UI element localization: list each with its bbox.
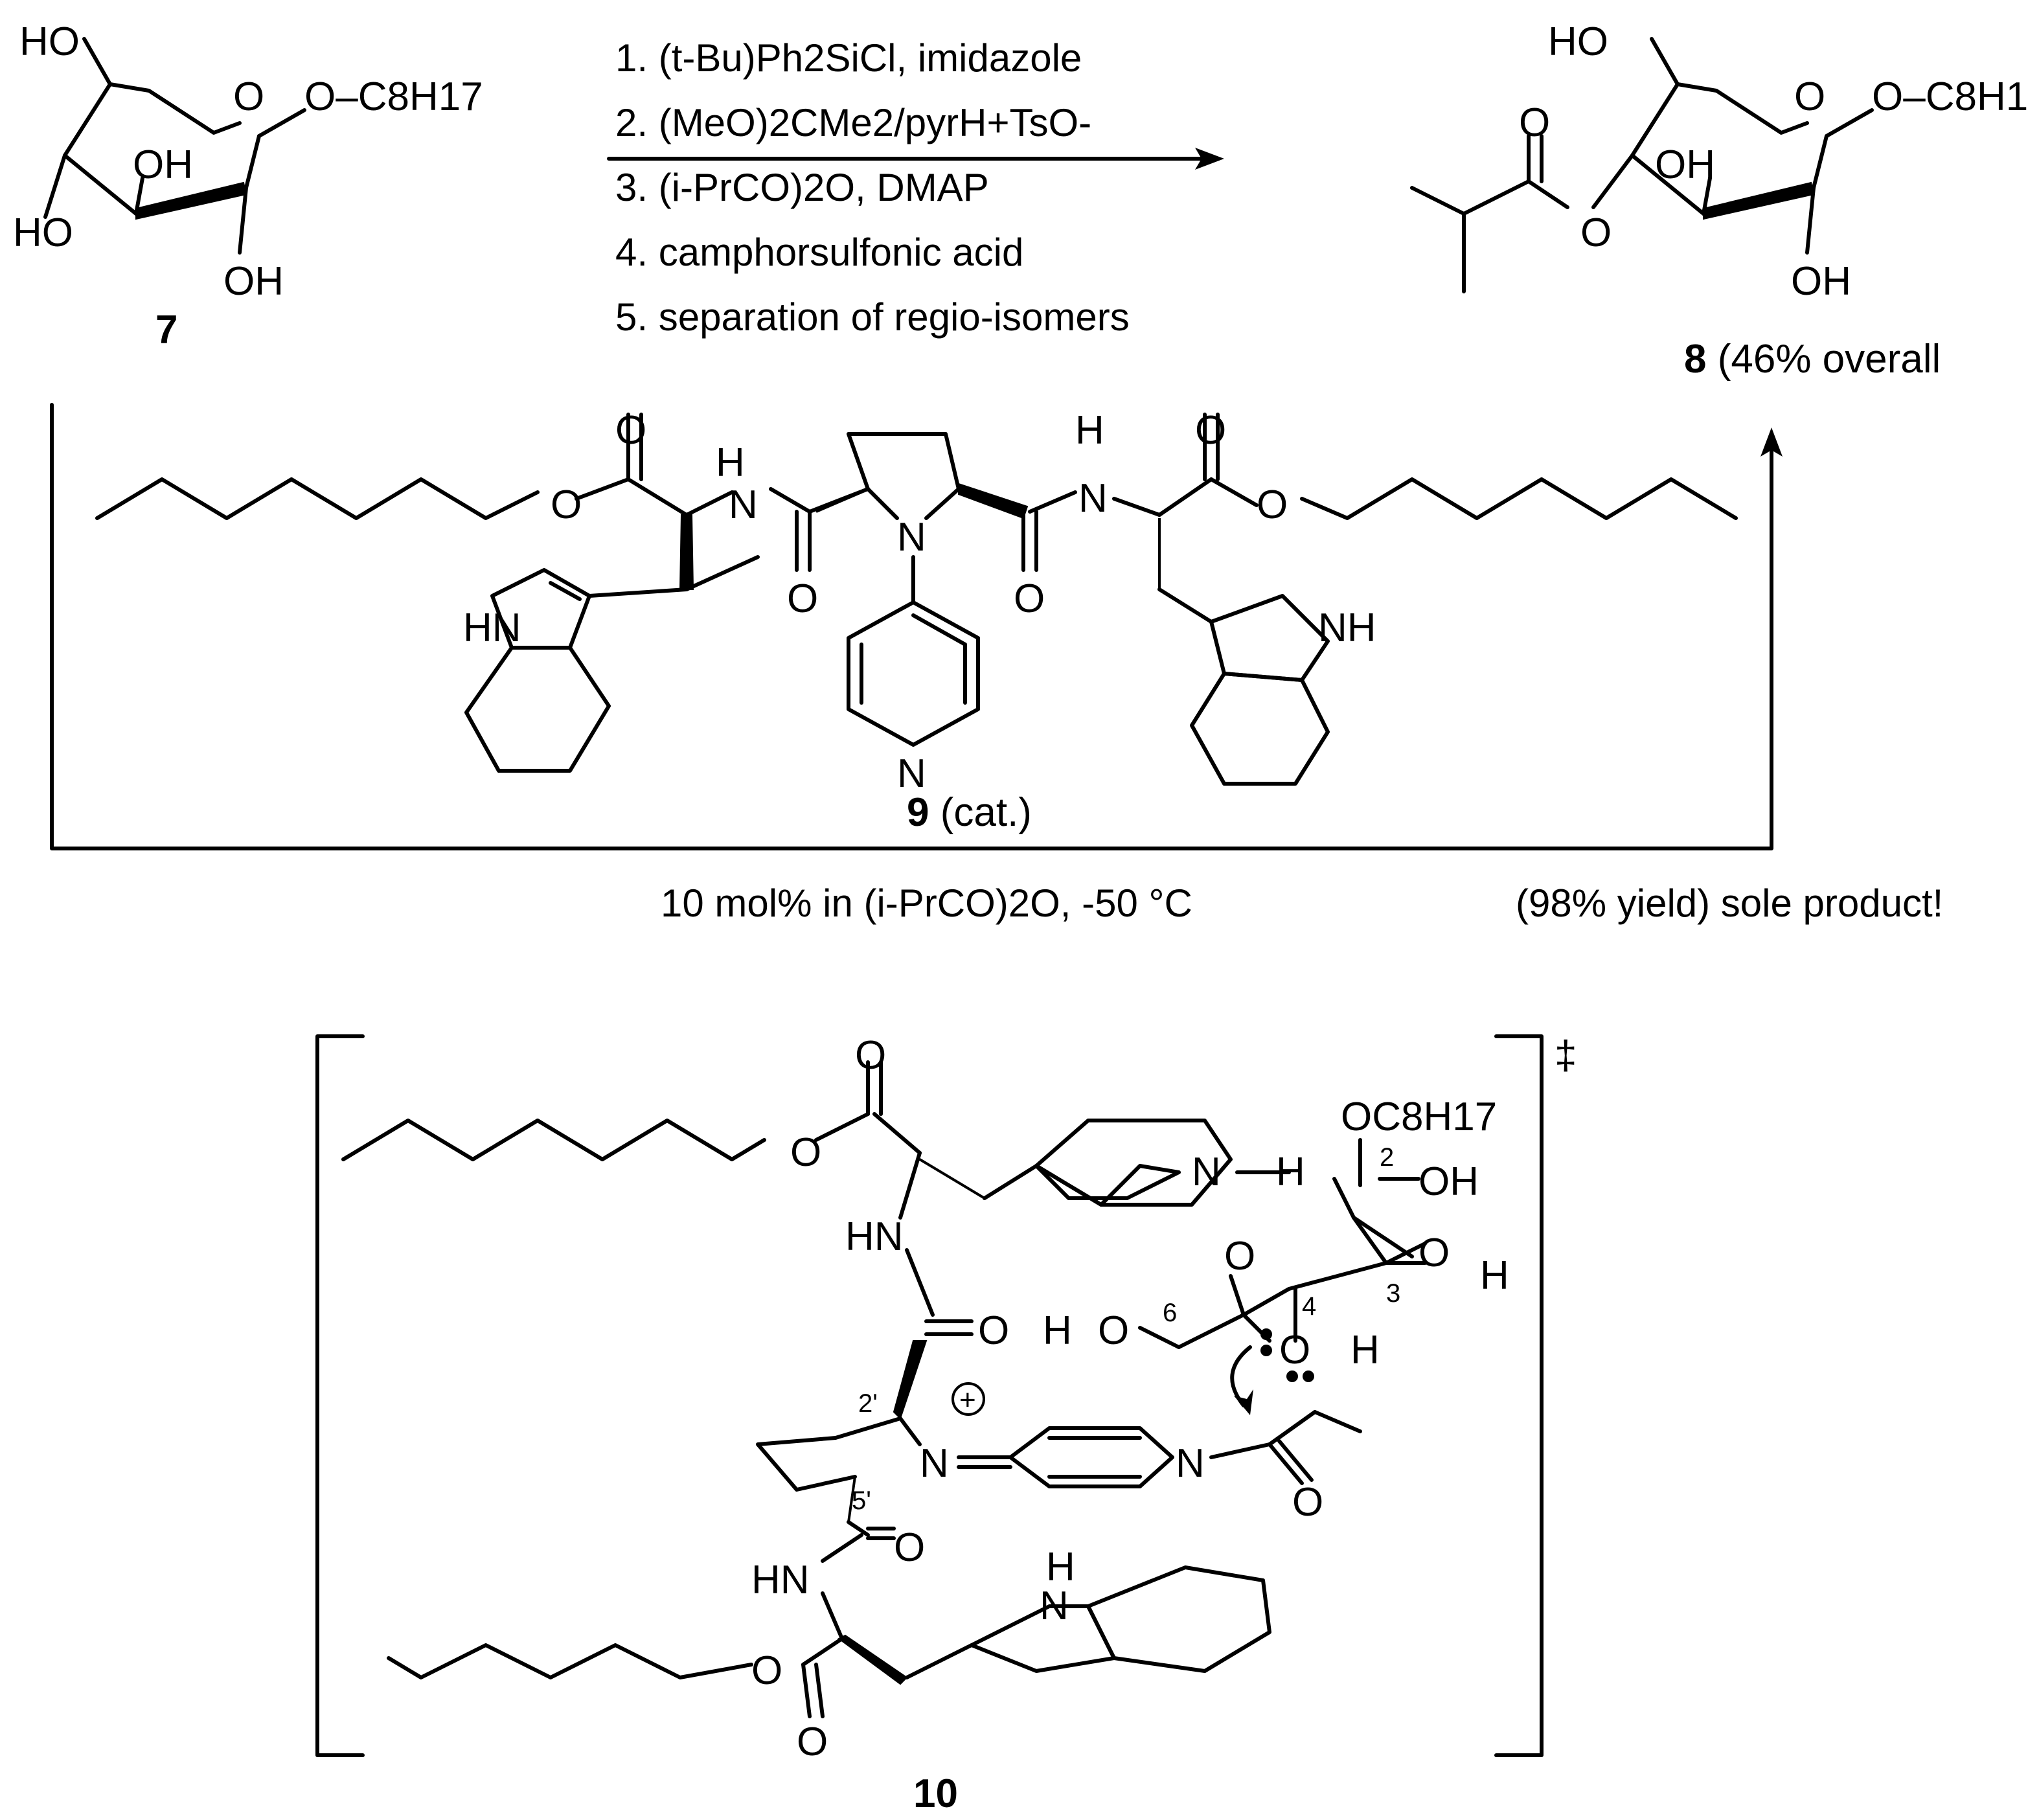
reaction-conditions: 1. (t-Bu)Ph2SiCl, imidazole 2. (MeO)2CMe… (607, 36, 1224, 339)
ts-o-ester-carbonyl: O (855, 1033, 886, 1078)
ts-pos-3: 3 (1386, 1279, 1400, 1308)
c8-label: 8 (1684, 337, 1706, 381)
ts-h-bond-h: H (1043, 1308, 1072, 1353)
c8-ester-o: O (1580, 210, 1612, 255)
ts-n-lower-indole: N (1040, 1584, 1069, 1628)
ts-pos-2: 2 (1380, 1143, 1394, 1172)
compound-7: HO O O–C8H17 HO OH OH 7 (13, 19, 483, 352)
c9-h-right: H (1075, 408, 1104, 453)
ts-bracket-right (1494, 1034, 1544, 1757)
step-5: 5. separation of regio-isomers (615, 295, 1130, 339)
ts-pos-4: 4 (1302, 1292, 1316, 1321)
c8-octyl: O–C8H17 (1872, 74, 2028, 119)
c9-n-left: N (729, 483, 758, 527)
ts-o-lower-carbonyl: O (797, 1720, 828, 1764)
step-3: 3. (i-PrCO)2O, DMAP (615, 166, 989, 209)
c8-ho: HO (1548, 19, 1608, 64)
ts-o-amide: O (978, 1308, 1009, 1353)
c7-oh-2: OH (223, 259, 284, 304)
c9-n-pyrrolidine: N (897, 515, 926, 560)
ts-hn-lower: HN (751, 1558, 810, 1602)
ts-o-acyl: O (1292, 1480, 1323, 1525)
c8-yield: (46% overall (1718, 337, 1941, 381)
ts-o3: O (1418, 1231, 1450, 1275)
c10-label: 10 (913, 1771, 958, 1816)
c7-ring-o: O (233, 74, 264, 119)
c9-o-left-ester: O (551, 483, 582, 527)
ts-oh-2: OH (1418, 1159, 1479, 1204)
ts-dagger: ‡ (1555, 1033, 1577, 1078)
c8-ring-o: O (1794, 74, 1825, 119)
c9-hn-left-indole: HN (463, 606, 521, 650)
step-4: 4. camphorsulfonic acid (615, 231, 1023, 274)
ts-o-lower-ester: O (751, 1648, 782, 1693)
ts-pos-6: 6 (1163, 1299, 1177, 1327)
transition-state-10: ‡ (315, 1033, 1577, 1816)
ts-pos-2prime: 2' (858, 1389, 878, 1418)
c7-oh-1: OH (133, 142, 193, 187)
catalytic-route: 10 mol% in (i-PrCO)2O, -50 °C (98% yield… (50, 403, 1943, 925)
c8-carbonyl-o: O (1519, 100, 1550, 145)
catalytic-conditions: 10 mol% in (i-PrCO)2O, -50 °C (661, 882, 1192, 925)
c9-n-right: N (1078, 476, 1108, 521)
c9-o-right-carbonyl: O (1195, 408, 1226, 453)
catalytic-arrow-head (1760, 427, 1783, 457)
c9-o-left-carbonyl: O (615, 408, 646, 453)
c7-octyl: O–C8H17 (304, 74, 483, 119)
c9-o-right-amide: O (1014, 576, 1045, 621)
ts-h4: H (1350, 1328, 1380, 1372)
step-1: 1. (t-Bu)Ph2SiCl, imidazole (615, 36, 1082, 80)
c7-label: 7 (155, 308, 177, 352)
ts-n-indole: N (1192, 1150, 1221, 1194)
ts-h-lower-indole: H (1046, 1545, 1075, 1589)
ts-hn-upper: HN (845, 1214, 904, 1259)
ts-o-ester: O (790, 1130, 821, 1175)
ts-h-indole: H (1276, 1150, 1305, 1194)
ts-oc8h17: OC8H17 (1341, 1095, 1497, 1139)
ts-o-lower-amide: O (894, 1525, 925, 1570)
c9-h-left: H (716, 440, 745, 485)
ts-bracket-left (315, 1034, 365, 1757)
c7-ho-1: HO (19, 19, 80, 64)
c9-nh-right-indole: NH (1318, 606, 1376, 650)
c9-suffix: (cat.) (940, 790, 1032, 835)
catalytic-result: (98% yield) sole product! (1516, 882, 1943, 925)
ts-charge: + (959, 1384, 976, 1416)
c9-n-pyridine: N (897, 751, 926, 796)
step-2: 2. (MeO)2CMe2/pyrH+TsO- (615, 101, 1091, 144)
ts-charge-circle (951, 1382, 985, 1416)
c8-caption: 8 (46% overall (1684, 337, 1941, 381)
catalyst-9: O O H N O N N O H N O O HN NH 9 (cat.) (95, 408, 1738, 835)
ts-ring-o: O (1224, 1234, 1255, 1279)
ts-h3: H (1480, 1253, 1509, 1298)
ts-o6: O (1098, 1308, 1129, 1353)
c8-oh-1: OH (1655, 142, 1715, 187)
c7-ho-2: HO (13, 210, 73, 255)
ts-o4: O (1279, 1328, 1310, 1372)
ts-pos-5prime: 5' (852, 1486, 871, 1515)
ts-n-acylpyridinium: N (1176, 1441, 1205, 1486)
c9-label: 9 (907, 790, 929, 835)
compound-8: O O HO O O–C8H17 OH OH 8 (46% overall (1410, 19, 2028, 381)
c8-oh-2: OH (1791, 259, 1851, 304)
c9-o-right-ester: O (1257, 483, 1288, 527)
c9-caption: 9 (cat.) (907, 790, 1032, 835)
ts-n-iminium: N (920, 1441, 949, 1486)
reaction-arrow-head (1195, 148, 1224, 170)
ts-lone-pair-dots (1260, 1328, 1314, 1382)
c9-o-left-amide: O (787, 576, 818, 621)
